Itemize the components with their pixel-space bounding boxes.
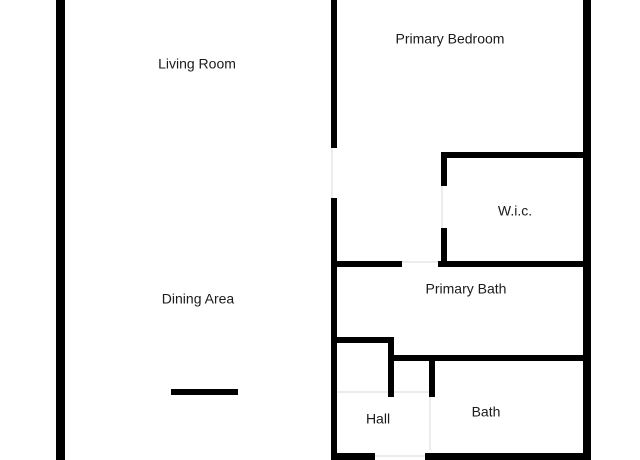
- label-hall: Hall: [366, 411, 390, 427]
- wall-outer-right: [583, 0, 591, 460]
- wall-bath-left: [429, 355, 435, 397]
- room-labels: Living Room Primary Bedroom W.i.c. Dinin…: [158, 31, 532, 427]
- wall-living-bedroom-upper: [331, 0, 337, 148]
- wall-bottom-left: [331, 453, 375, 460]
- door-openings: [331, 148, 443, 457]
- wall-bedroom-bath-left: [331, 261, 402, 267]
- wall-closet-right: [388, 337, 394, 397]
- wall-wic-left-lower: [441, 228, 447, 266]
- wall-living-bedroom-lower: [331, 198, 337, 460]
- label-primary-bedroom: Primary Bedroom: [396, 31, 505, 47]
- label-living-room: Living Room: [158, 56, 236, 72]
- wall-closet-top: [331, 337, 393, 343]
- wall-wic-left-upper: [441, 152, 447, 186]
- label-wic: W.i.c.: [498, 203, 532, 219]
- label-primary-bath: Primary Bath: [426, 281, 507, 297]
- wall-outer-left: [56, 0, 65, 460]
- walls: [56, 0, 591, 460]
- wall-bottom-right: [425, 453, 586, 460]
- wall-primary-bath-bottom: [388, 355, 586, 361]
- label-bath: Bath: [472, 404, 501, 420]
- label-dining-area: Dining Area: [162, 291, 235, 307]
- dining-counter: [171, 389, 238, 395]
- wall-wic-top: [441, 152, 586, 158]
- wall-bedroom-bath-right: [438, 261, 586, 267]
